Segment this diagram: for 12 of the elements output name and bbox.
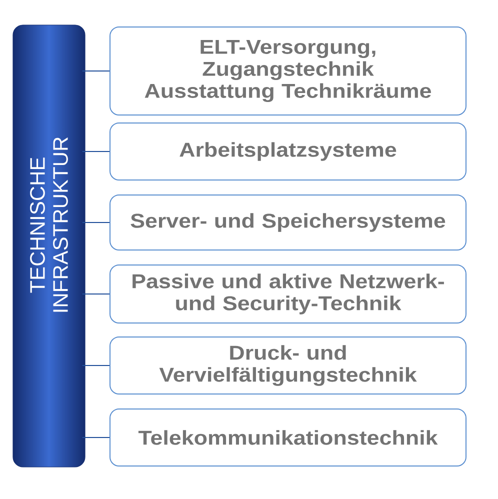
- category-box: Passive und aktive Netzwerk- und Security-Technik: [110, 264, 466, 324]
- category-bar: TECHNISCHE INFRASTRUKTUR: [12, 24, 86, 468]
- category-box: ELT-Versorgung, Zugangstechnik Ausstattung Technikräume: [110, 26, 466, 116]
- category-box: Druck- und Vervielfältigungstechnik: [110, 336, 466, 394]
- connector-line: [82, 70, 110, 72]
- connector-line: [82, 437, 110, 438]
- connector-line: [82, 222, 110, 223]
- category-box: Arbeitsplatzsysteme: [110, 122, 466, 180]
- connector-line: [82, 151, 110, 152]
- connector-line: [82, 365, 110, 366]
- category-box: Telekommunikationstechnik: [110, 408, 466, 466]
- category-box: Server- und Speichersysteme: [110, 194, 466, 250]
